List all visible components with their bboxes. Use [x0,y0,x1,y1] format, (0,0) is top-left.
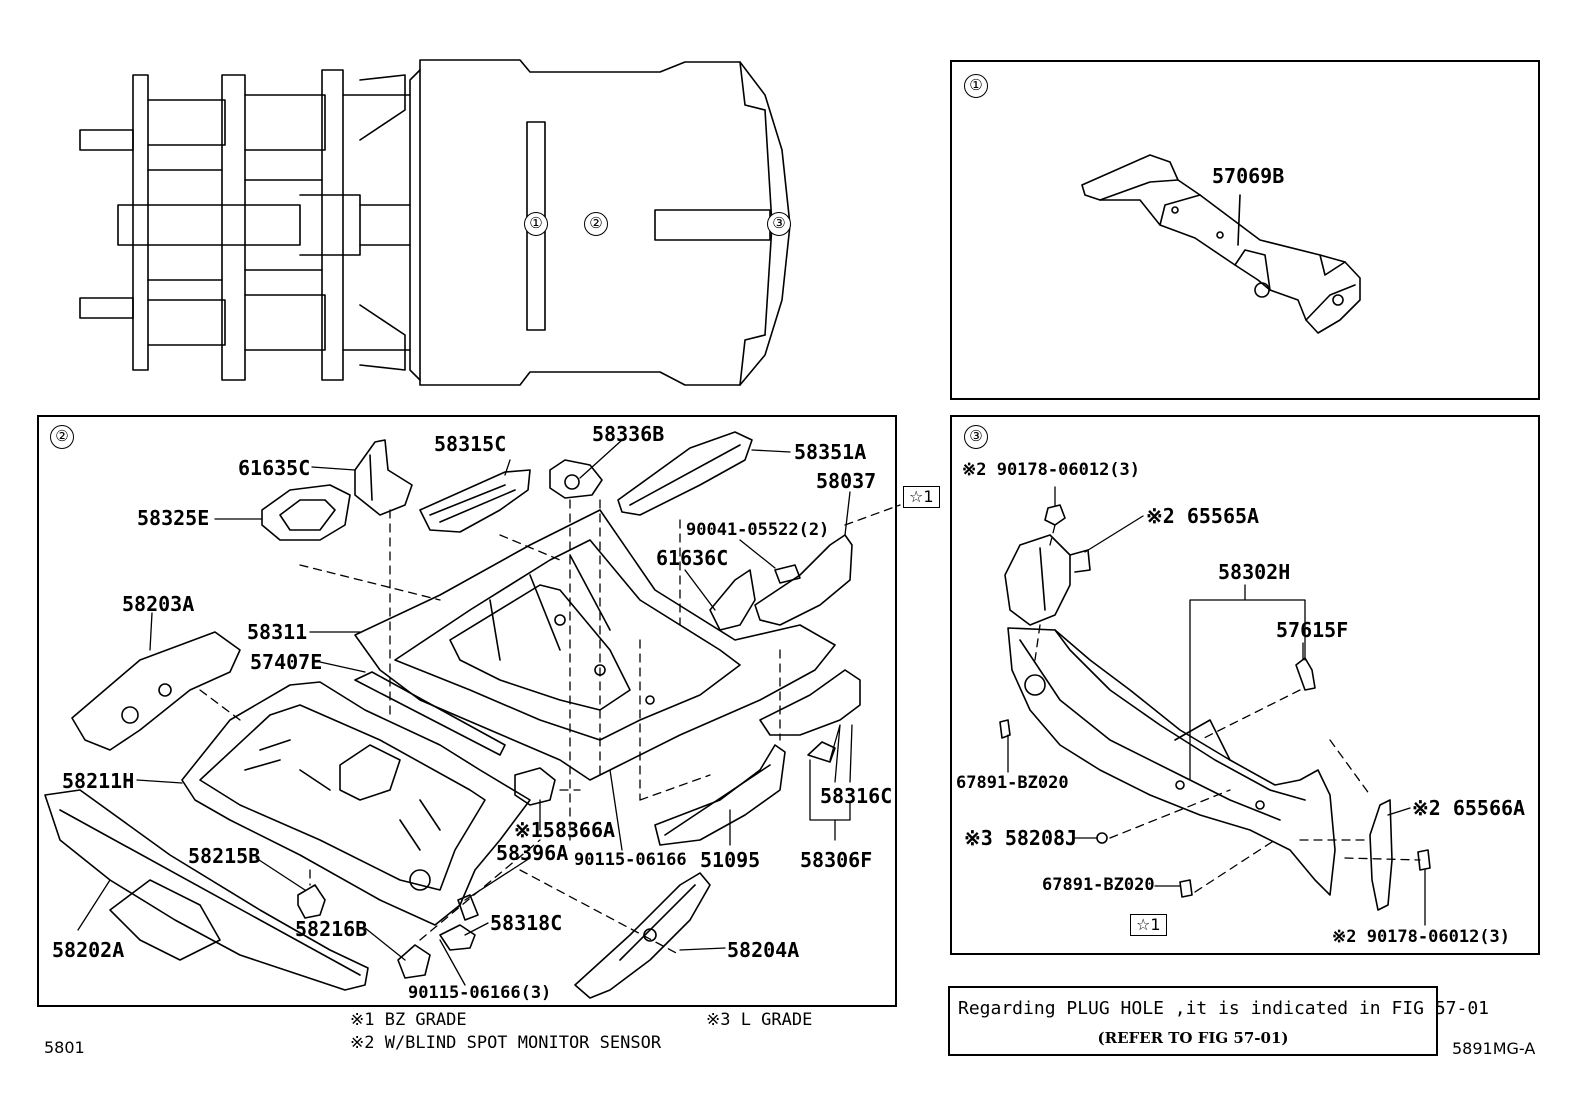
part-label-65566A[interactable]: ※2 65566A [1412,796,1526,820]
part-label-61635C[interactable]: 61635C [238,456,311,480]
panel-1 [950,60,1540,400]
panel-3-star-ref: ☆1 [1130,914,1167,936]
part-label-58037[interactable]: 58037 [816,469,877,493]
vehicle-underbody-overview [79,59,791,386]
panel-3-number: ③ [964,425,988,449]
part-label-65565A[interactable]: ※2 65565A [1146,504,1260,528]
panel3-drawings [999,504,1431,911]
part-label-90115-06166-3[interactable]: 90115-06166(3) [408,983,552,1003]
part-label-58208J[interactable]: ※3 58208J [964,826,1078,850]
overview-marker-2: ② [584,212,608,236]
part-label-57615F[interactable]: 57615F [1276,618,1349,642]
panel-2-number: ② [50,425,74,449]
part-label-58215B[interactable]: 58215B [188,844,261,868]
part-label-58316C[interactable]: 58316C [820,784,893,808]
part-label-58396A[interactable]: 58396A [496,841,569,865]
plug-hole-note-box: Regarding PLUG HOLE ,it is indicated in … [948,986,1489,1056]
panel2-leader-lines [77,439,853,986]
panel-1-number: ① [964,74,988,98]
part-label-58311[interactable]: 58311 [247,620,308,644]
part-label-51095[interactable]: 51095 [700,848,761,872]
footer-right-code: 5891MG-A [1452,1039,1536,1058]
part-label-58204A[interactable]: 58204A [727,938,800,962]
panel3-dashed-lines [1034,524,1421,893]
panel2-drawings [44,431,861,999]
part-label-58351A[interactable]: 58351A [794,440,867,464]
footer-left-code: 5801 [44,1038,85,1057]
part-label-67891-BZ020-bottom[interactable]: 67891-BZ020 [1042,875,1155,895]
note-bz-grade: ※1 BZ GRADE [350,1010,467,1030]
part-label-58336B[interactable]: 58336B [592,422,665,446]
overview-marker-3: ③ [767,212,791,236]
part-label-58306F[interactable]: 58306F [800,848,873,872]
part-label-57069B[interactable]: 57069B [1212,164,1285,188]
part-label-58315C[interactable]: 58315C [434,432,507,456]
note-blind-spot-monitor: ※2 W/BLIND SPOT MONITOR SENSOR [350,1033,662,1053]
part-label-58318C[interactable]: 58318C [490,911,563,935]
overview-marker-1: ① [524,212,548,236]
plug-hole-note-line1: Regarding PLUG HOLE ,it is indicated in … [958,998,1490,1019]
part-label-90178-06012-top[interactable]: ※2 90178-06012(3) [962,460,1141,480]
note-l-grade: ※3 L GRADE [706,1010,813,1030]
part-57069B-drawing [1081,154,1361,334]
part-label-58203A[interactable]: 58203A [122,592,195,616]
part-label-90115-06166[interactable]: 90115-06166 [574,850,687,870]
part-label-90178-06012-bottom[interactable]: ※2 90178-06012(3) [1332,927,1511,947]
part-label-58366A[interactable]: ※158366A [514,818,616,842]
part-label-58211H[interactable]: 58211H [62,769,135,793]
panel-3 [950,415,1540,955]
panel-2 [37,415,897,1007]
part-label-57407E[interactable]: 57407E [250,650,323,674]
part-label-58202A[interactable]: 58202A [52,938,125,962]
part-label-58325E[interactable]: 58325E [137,506,210,530]
part-label-58216B[interactable]: 58216B [295,917,368,941]
panel3-leader-lines [1007,486,1426,926]
part-label-58302H[interactable]: 58302H [1218,560,1291,584]
part-label-90041-05522[interactable]: 90041-05522(2) [686,520,830,540]
part-label-61636C[interactable]: 61636C [656,546,729,570]
plug-hole-note-line2[interactable]: (REFER TO FIG 57-01) [1097,1029,1289,1047]
panel-2-star-ref: ☆1 [903,486,940,508]
part-label-67891-BZ020-left[interactable]: 67891-BZ020 [956,773,1069,793]
